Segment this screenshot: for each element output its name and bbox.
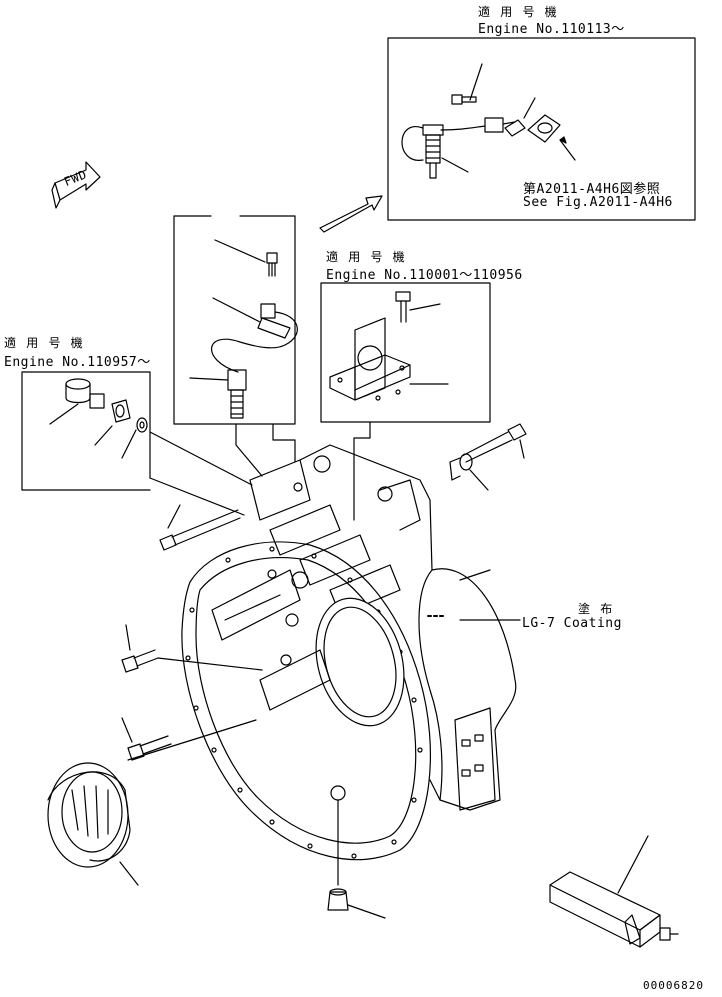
left-apply-label: 適 用 号 機 [4,336,85,350]
bolt-part-mid [266,252,278,277]
inset-box-mid [320,282,491,521]
bolt-right [461,423,527,463]
gasket-part-top [527,114,561,143]
coating-leader [427,615,521,621]
bolt-upper-left [159,504,241,551]
drain-plug-part [327,799,386,919]
top-ref-jp-label: 第A2011-A4H6図参照 [523,182,661,197]
adapter-part-left [111,399,131,423]
inset-frame-top [387,37,696,221]
bolt-part-top [451,94,477,105]
installation-tool-part [549,835,679,948]
washer-part-left [136,417,148,433]
arrow-to-top-inset [319,195,383,233]
coating-en-label: LG-7 Coating [522,616,622,631]
oil-seal-part [47,762,139,886]
left-engine-label: Engine No.110957～ [4,355,151,370]
oil-pressure-switch-mid [211,338,286,419]
bracket-plate-part [329,317,411,401]
mid-engine-label: Engine No.110001～110956 [326,268,523,283]
mid-apply-label: 適 用 号 機 [326,250,407,264]
top-ref-en-label: See Fig.A2011-A4H6 [523,195,673,210]
flywheel-housing [181,444,517,861]
bolt-mid-left [121,624,263,673]
pressure-sensor-part [401,117,516,179]
clip-part-top [504,119,526,137]
seal-inner-ribs [71,785,109,839]
inset-box-top [387,37,696,221]
sensor-group-bracket [173,215,298,477]
inset-box-left [21,371,253,516]
plug-right [449,453,489,491]
bolt-part-mid-inset [395,291,411,323]
document-number: 00006820 [643,979,704,992]
top-engine-label: Engine No.110113～ [478,22,625,37]
bolt-lower-left [121,717,257,761]
fwd-arrow-icon [51,161,101,209]
connector-part-mid [257,303,298,346]
sensor-part-left [65,378,105,409]
flange-bolt-holes [185,546,423,859]
coating-jp-label: 塗 布 [578,602,614,616]
top-apply-label: 適 用 号 機 [478,5,559,19]
